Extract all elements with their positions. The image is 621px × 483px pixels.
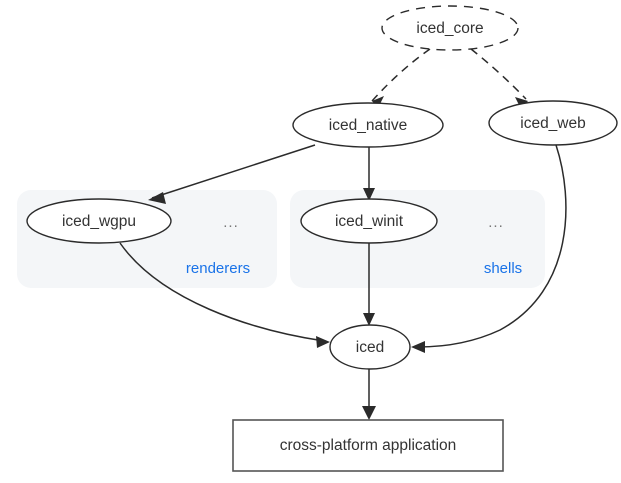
node-iced-core[interactable] [381,5,519,51]
node-label-application: cross-platform application [280,437,457,454]
edge-iced-core-to-iced-web [470,48,527,100]
node-label-iced-web: iced_web [520,115,586,132]
arrowhead-iced-core-to-iced-native [372,96,384,108]
node-iced[interactable] [329,324,411,370]
edge-iced-wgpu-to-iced [119,242,325,342]
arrowhead-iced-web-to-iced [411,341,425,353]
cluster-renderers-ellipsis: ... [223,214,239,231]
node-application[interactable] [232,419,504,472]
node-label-iced-wgpu: iced_wgpu [62,213,136,230]
cluster-shells-ellipsis: ... [488,214,504,231]
arrowhead-iced-native-to-iced-winit [363,188,375,201]
edge-iced-core-to-iced-native [371,48,431,102]
arrowhead-iced-native-to-iced-wgpu [148,192,166,204]
arrowhead-iced-winit-to-iced [363,313,375,326]
cluster-renderers-label: renderers [186,260,250,277]
cluster-shells-label: shells [484,260,522,277]
arrowhead-iced-to-application [362,406,376,420]
edge-iced-native-to-iced-wgpu [151,144,316,199]
node-iced-native[interactable] [292,102,444,148]
node-label-iced-core: iced_core [416,20,483,37]
arrowhead-iced-core-to-iced-web [515,97,528,109]
edge-iced-web-to-iced [417,144,567,348]
node-iced-web[interactable] [488,100,618,146]
node-iced-wgpu[interactable] [26,198,172,244]
node-label-iced: iced [356,339,384,356]
arrowhead-iced-wgpu-to-iced [316,336,330,348]
node-iced-winit[interactable] [300,198,438,244]
node-label-iced-native: iced_native [329,117,407,134]
node-label-iced-winit: iced_winit [335,213,404,230]
